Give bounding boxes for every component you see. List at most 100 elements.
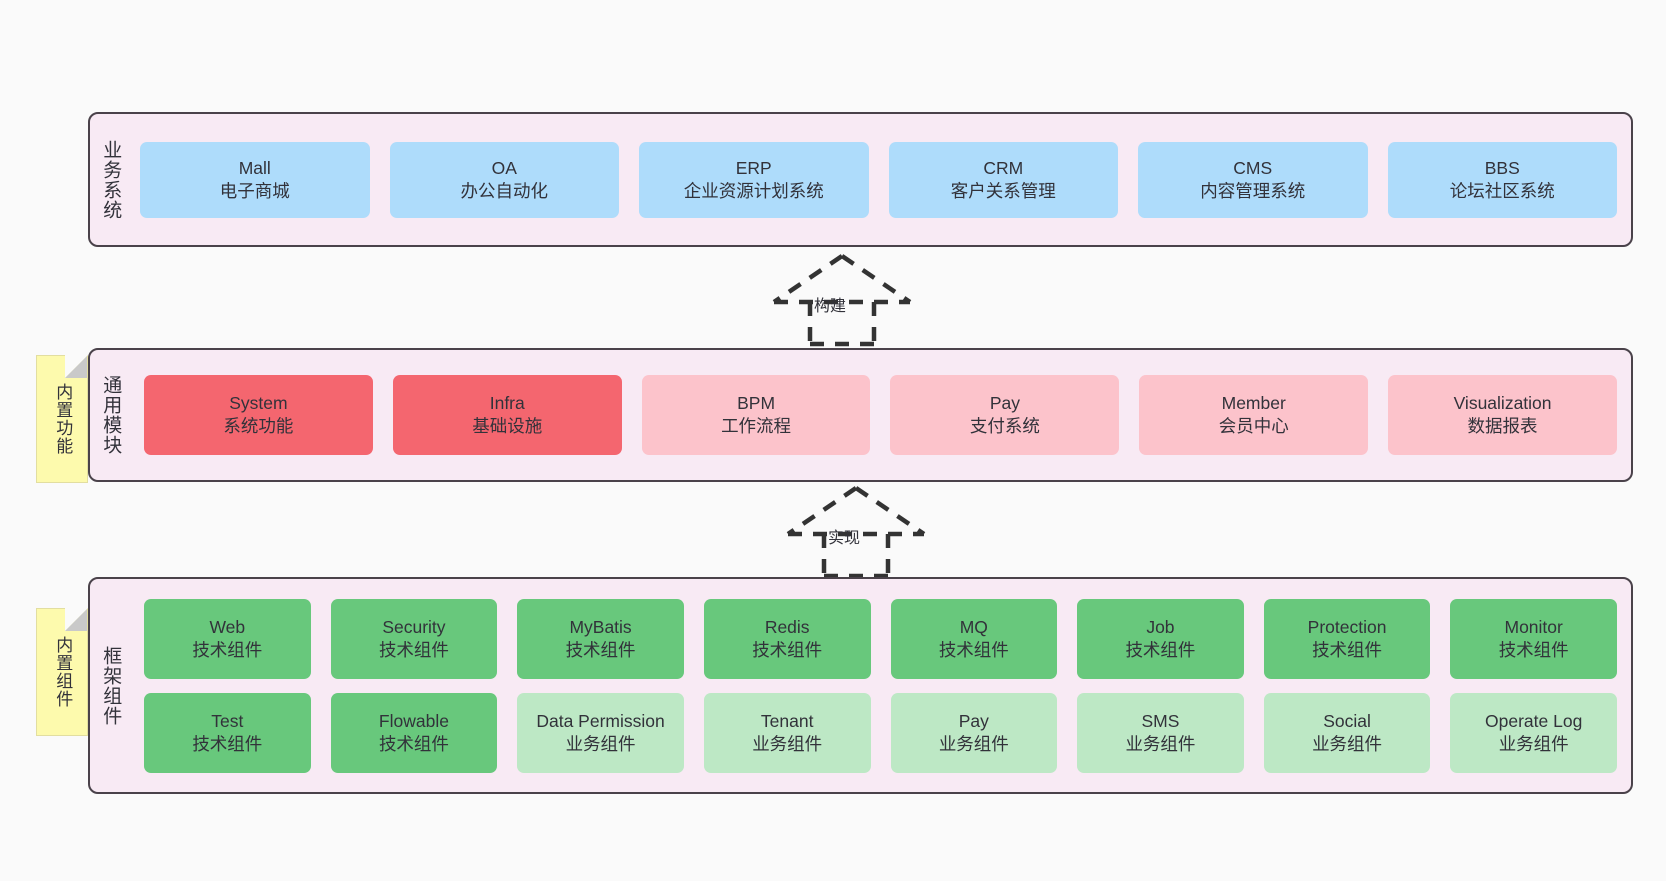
card-subtitle: 技术组件	[752, 639, 823, 660]
card-title: Visualization	[1453, 393, 1552, 414]
card-security[interactable]: Security 技术组件	[330, 598, 498, 679]
layer-common-modules: 通用模块 System 系统功能 Infra 基础设施 BPM 工作流程 Pay…	[88, 348, 1633, 482]
card-title: CRM	[983, 157, 1024, 178]
card-title: Flowable	[378, 710, 449, 731]
layer-title-framework: 框架组件	[100, 645, 122, 726]
layer-framework-components: 框架组件 Web 技术组件 Security 技术组件 MyBatis 技术组件…	[88, 577, 1633, 794]
card-title: Operate Log	[1485, 710, 1583, 731]
layer-business-cards: Mall 电子商城 OA 办公自动化 ERP 企业资源计划系统 CRM 客户关系…	[130, 114, 1631, 245]
card-test[interactable]: Test 技术组件	[144, 692, 311, 773]
note-builtin-functions: 内置功能	[36, 355, 88, 483]
card-title: BPM	[737, 393, 776, 414]
card-infra[interactable]: Infra 基础设施	[392, 375, 622, 455]
card-title: Mall	[238, 157, 271, 178]
card-subtitle: 论坛社区系统	[1449, 180, 1555, 201]
card-subtitle: 业务组件	[1312, 733, 1383, 754]
card-subtitle: 业务组件	[1125, 733, 1196, 754]
card-monitor[interactable]: Monitor 技术组件	[1450, 598, 1617, 679]
card-bbs[interactable]: BBS 论坛社区系统	[1387, 141, 1617, 218]
card-title: MQ	[959, 616, 988, 637]
connector-label-build: 构建	[814, 298, 847, 315]
card-social[interactable]: Social 业务组件	[1263, 692, 1431, 773]
card-title: SMS	[1141, 710, 1180, 731]
card-subtitle: 系统功能	[223, 416, 294, 436]
card-mall[interactable]: Mall 电子商城	[140, 141, 370, 218]
card-title: Job	[1146, 616, 1175, 637]
card-pay-business[interactable]: Pay 业务组件	[890, 692, 1058, 773]
card-system[interactable]: System 系统功能	[144, 375, 373, 455]
note-label: 内置功能	[53, 383, 73, 455]
card-protection[interactable]: Protection 技术组件	[1263, 598, 1431, 679]
card-subtitle: 数据报表	[1467, 416, 1538, 436]
card-subtitle: 办公自动化	[460, 180, 549, 201]
card-subtitle: 技术组件	[192, 639, 263, 660]
card-title: OA	[491, 157, 517, 178]
card-subtitle: 客户关系管理	[950, 180, 1056, 201]
card-title: System	[229, 393, 288, 414]
card-mq[interactable]: MQ 技术组件	[890, 598, 1058, 679]
generalization-arrow-icon	[786, 486, 926, 579]
note-label: 内置组件	[53, 636, 73, 708]
card-web[interactable]: Web 技术组件	[144, 598, 311, 679]
note-builtin-components: 内置组件	[36, 608, 88, 736]
card-subtitle: 企业资源计划系统	[683, 180, 824, 201]
card-mybatis[interactable]: MyBatis 技术组件	[517, 598, 684, 679]
card-tenant[interactable]: Tenant 业务组件	[703, 692, 871, 773]
card-title: ERP	[735, 157, 772, 178]
card-subtitle: 业务组件	[1498, 733, 1569, 754]
generalization-arrow-icon	[772, 254, 912, 347]
card-row: Mall 电子商城 OA 办公自动化 ERP 企业资源计划系统 CRM 客户关系…	[140, 141, 1617, 218]
card-sms[interactable]: SMS 业务组件	[1077, 692, 1244, 773]
card-row: System 系统功能 Infra 基础设施 BPM 工作流程 Pay 支付系统…	[144, 375, 1617, 455]
layer-title-common: 通用模块	[100, 375, 122, 455]
card-subtitle: 会员中心	[1218, 416, 1289, 436]
card-title: Social	[1323, 710, 1371, 731]
card-subtitle: 技术组件	[1312, 639, 1383, 660]
card-title: Protection	[1307, 616, 1387, 637]
connector-label-implement: 实现	[828, 530, 861, 547]
connector-implement: 实现	[766, 484, 946, 579]
card-operate-log[interactable]: Operate Log 业务组件	[1450, 692, 1617, 773]
card-title: Infra	[489, 393, 525, 414]
card-subtitle: 业务组件	[752, 733, 823, 754]
layer-framework-cards: Web 技术组件 Security 技术组件 MyBatis 技术组件 Redi…	[130, 579, 1631, 792]
card-title: Member	[1221, 393, 1286, 414]
card-subtitle: 技术组件	[1125, 639, 1196, 660]
layer-common-cards: System 系统功能 Infra 基础设施 BPM 工作流程 Pay 支付系统…	[130, 350, 1631, 480]
card-erp[interactable]: ERP 企业资源计划系统	[639, 141, 869, 218]
card-row: Test 技术组件 Flowable 技术组件 Data Permission …	[144, 692, 1617, 773]
card-cms[interactable]: CMS 内容管理系统	[1138, 141, 1368, 218]
card-subtitle: 技术组件	[378, 639, 449, 660]
card-title: Data Permission	[536, 710, 665, 731]
card-bpm[interactable]: BPM 工作流程	[641, 375, 871, 455]
card-pay[interactable]: Pay 支付系统	[890, 375, 1120, 455]
card-subtitle: 内容管理系统	[1200, 180, 1306, 201]
card-title: Test	[211, 710, 244, 731]
layer-business-system: 业务系统 Mall 电子商城 OA 办公自动化 ERP 企业资源计划系统 CRM…	[88, 112, 1633, 247]
card-data-permission[interactable]: Data Permission 业务组件	[517, 692, 684, 773]
card-crm[interactable]: CRM 客户关系管理	[888, 141, 1118, 218]
card-subtitle: 技术组件	[1498, 639, 1569, 660]
connector-build: 构建	[752, 252, 932, 347]
card-subtitle: 业务组件	[938, 733, 1009, 754]
card-oa[interactable]: OA 办公自动化	[389, 141, 619, 218]
card-subtitle: 支付系统	[969, 416, 1040, 436]
card-title: Pay	[958, 710, 989, 731]
card-subtitle: 工作流程	[721, 416, 792, 436]
card-member[interactable]: Member 会员中心	[1139, 375, 1369, 455]
card-title: Security	[382, 616, 446, 637]
card-visualization[interactable]: Visualization 数据报表	[1388, 375, 1617, 455]
card-title: Pay	[989, 393, 1020, 414]
card-redis[interactable]: Redis 技术组件	[703, 598, 871, 679]
card-title: Tenant	[760, 710, 814, 731]
card-title: Redis	[764, 616, 810, 637]
card-title: Monitor	[1504, 616, 1563, 637]
card-subtitle: 技术组件	[565, 639, 636, 660]
layer-title-business: 业务系统	[100, 139, 122, 220]
card-title: Web	[209, 616, 246, 637]
card-flowable[interactable]: Flowable 技术组件	[330, 692, 498, 773]
card-subtitle: 基础设施	[472, 416, 543, 436]
card-job[interactable]: Job 技术组件	[1077, 598, 1244, 679]
card-subtitle: 技术组件	[378, 733, 449, 754]
card-subtitle: 技术组件	[192, 733, 263, 754]
